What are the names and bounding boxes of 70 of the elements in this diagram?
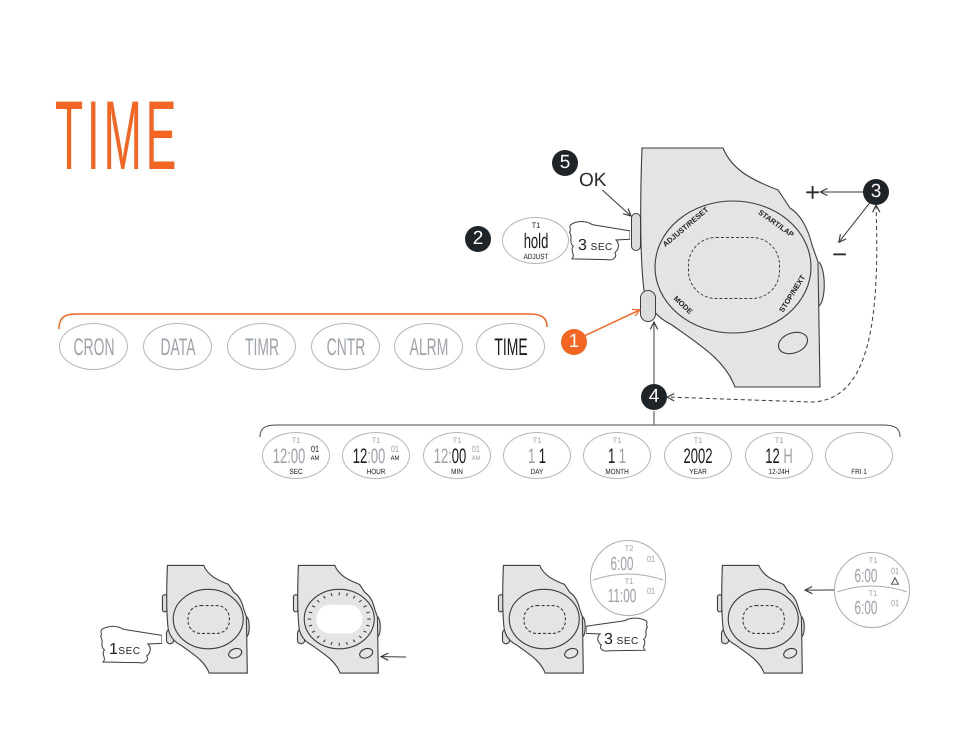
small-digits: 01: [891, 599, 899, 608]
timer-indicator: T1: [624, 578, 634, 586]
callout-number: 1: [561, 329, 587, 355]
mode-label: CNTR: [326, 336, 365, 360]
hand-drawing: [567, 219, 630, 261]
duration-label: 3 SEC: [578, 238, 613, 254]
lcd-display: [476, 323, 545, 370]
arrow: [820, 188, 864, 196]
mode-label: DATA: [160, 336, 196, 360]
small-digits: 01: [311, 445, 319, 454]
duration-label: 3 SEC: [604, 632, 639, 648]
mode-label: ALRM: [409, 336, 448, 360]
side-button: [631, 213, 641, 251]
display-digits: 12:00: [352, 446, 386, 467]
display-digits: 11:00: [608, 587, 636, 606]
display-digits: 1 1: [608, 446, 626, 467]
callout-number: 3: [863, 179, 889, 205]
small-digits: 01: [472, 445, 480, 454]
arrow: [804, 586, 834, 594]
display-digits: 6:00: [854, 599, 878, 618]
arrow: [584, 309, 641, 336]
duration-label: 1SEC: [109, 642, 140, 658]
arrow: [650, 321, 658, 384]
callout-number: 5: [552, 150, 578, 176]
plus-sign: +: [805, 179, 820, 205]
arrow: [838, 202, 870, 243]
display-digits: 1 1: [528, 446, 546, 467]
arrow: [380, 652, 406, 661]
lcd-display: [502, 217, 569, 264]
display-digits: 2002: [684, 446, 712, 467]
hand-drawing: [586, 616, 650, 652]
minus-sign: −: [832, 241, 848, 267]
timer-indicator: T1: [868, 590, 878, 598]
display-digits: 6:00: [610, 555, 634, 574]
lcd-display: [59, 323, 128, 370]
timer-indicator: T2: [624, 545, 634, 553]
callout-number: 4: [641, 384, 667, 410]
display-digits: 12 H: [765, 446, 793, 467]
page-title: TIME: [55, 86, 180, 184]
display-digits: 12:00: [434, 446, 466, 467]
small-digits: 01: [647, 587, 655, 596]
callout-label: OK: [579, 171, 606, 190]
watch-drawing: [498, 565, 586, 674]
mode-label: TIMR: [244, 336, 278, 360]
timer-indicator: T1: [372, 437, 380, 445]
lcd-display: [262, 432, 330, 479]
timer-indicator: T1: [694, 437, 702, 445]
small-digits: 01: [391, 445, 399, 454]
timer-indicator: T1: [612, 437, 622, 445]
hand-drawing: [98, 624, 162, 664]
timer-indicator: T1: [531, 222, 540, 230]
dashed-arrow: [666, 204, 880, 402]
display-digits: hold: [523, 231, 548, 252]
display-digits: 12:00: [272, 446, 306, 467]
mode-label: TIME: [494, 336, 528, 360]
watch-drawing: [293, 565, 381, 674]
timer-indicator: T1: [868, 557, 878, 565]
display-digits: 6:00: [854, 567, 878, 586]
timer-indicator: T1: [774, 437, 784, 445]
arrow: [602, 190, 632, 217]
timer-indicator: T1: [532, 437, 542, 445]
callout-number: 2: [465, 226, 491, 252]
watch-drawing: [717, 565, 805, 674]
timer-indicator: T1: [452, 437, 462, 445]
watch-drawing: [162, 565, 250, 674]
small-digits: 01: [647, 555, 655, 564]
side-button: [640, 290, 656, 322]
timer-indicator: T1: [292, 437, 300, 445]
small-digits: 01: [891, 567, 899, 576]
mode-label: CRON: [73, 336, 114, 360]
